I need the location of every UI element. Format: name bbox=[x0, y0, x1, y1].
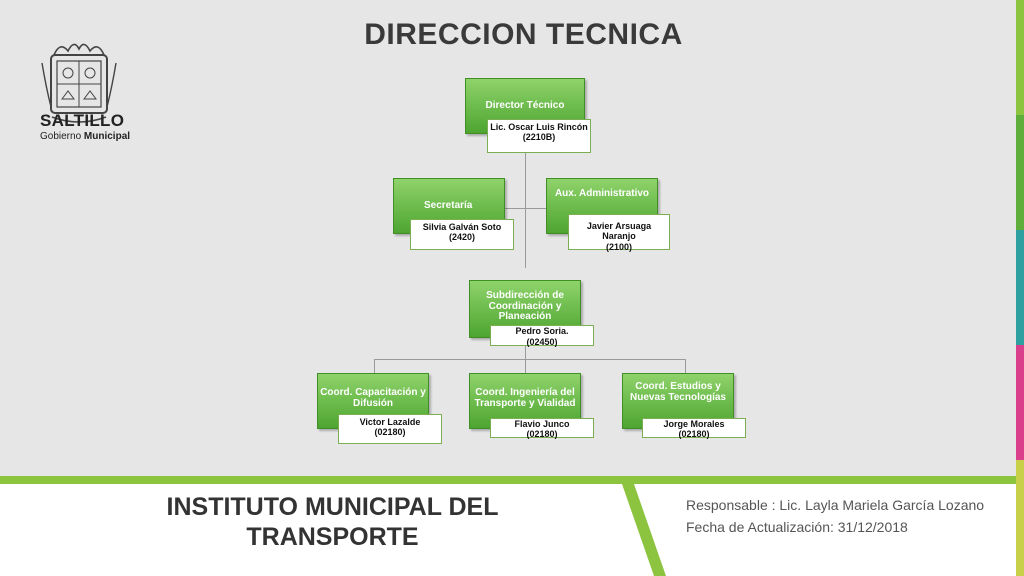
org-name-secretaria: Silvia Galván Soto(2420) bbox=[410, 219, 514, 250]
updated-date: Fecha de Actualización: 31/12/2018 bbox=[686, 519, 908, 536]
footer-diagonal-decoration bbox=[622, 484, 666, 576]
connector-coord-horizontal bbox=[374, 359, 685, 360]
connector-coord3 bbox=[685, 359, 686, 373]
connector-aux bbox=[526, 208, 546, 209]
coat-of-arms-icon bbox=[41, 43, 117, 123]
logo-subtitle: Gobierno Municipal bbox=[40, 131, 131, 142]
divider-band bbox=[0, 476, 1016, 484]
org-name-subdireccion: Pedro Soria.(02450) bbox=[490, 325, 594, 347]
connector-secretaria bbox=[505, 208, 525, 209]
org-name-coord-ingenieria: Flavio Junco(02180) bbox=[490, 418, 594, 439]
color-strip bbox=[1016, 0, 1024, 576]
connector-coord2 bbox=[525, 359, 526, 373]
connector-coord1 bbox=[374, 359, 375, 373]
org-name-director: Lic. Oscar Luis Rincón(2210B) bbox=[487, 119, 591, 153]
org-name-coord-capacitacion: Victor Lazalde(02180) bbox=[338, 414, 442, 444]
org-name-aux: Javier Arsuaga Naranjo(2100) bbox=[568, 214, 670, 252]
connector-sub-vertical bbox=[525, 344, 526, 360]
logo-wordmark: SALTILLO bbox=[40, 111, 125, 130]
org-name-coord-estudios: Jorge Morales(02180) bbox=[642, 418, 746, 439]
page-title: DIRECCION TECNICA bbox=[364, 18, 683, 51]
footer-meta: Responsable : Lic. Layla Mariela García … bbox=[686, 494, 984, 539]
responsible-text: Responsable : Lic. Layla Mariela García … bbox=[686, 497, 985, 513]
connector-main-vertical bbox=[525, 152, 526, 268]
